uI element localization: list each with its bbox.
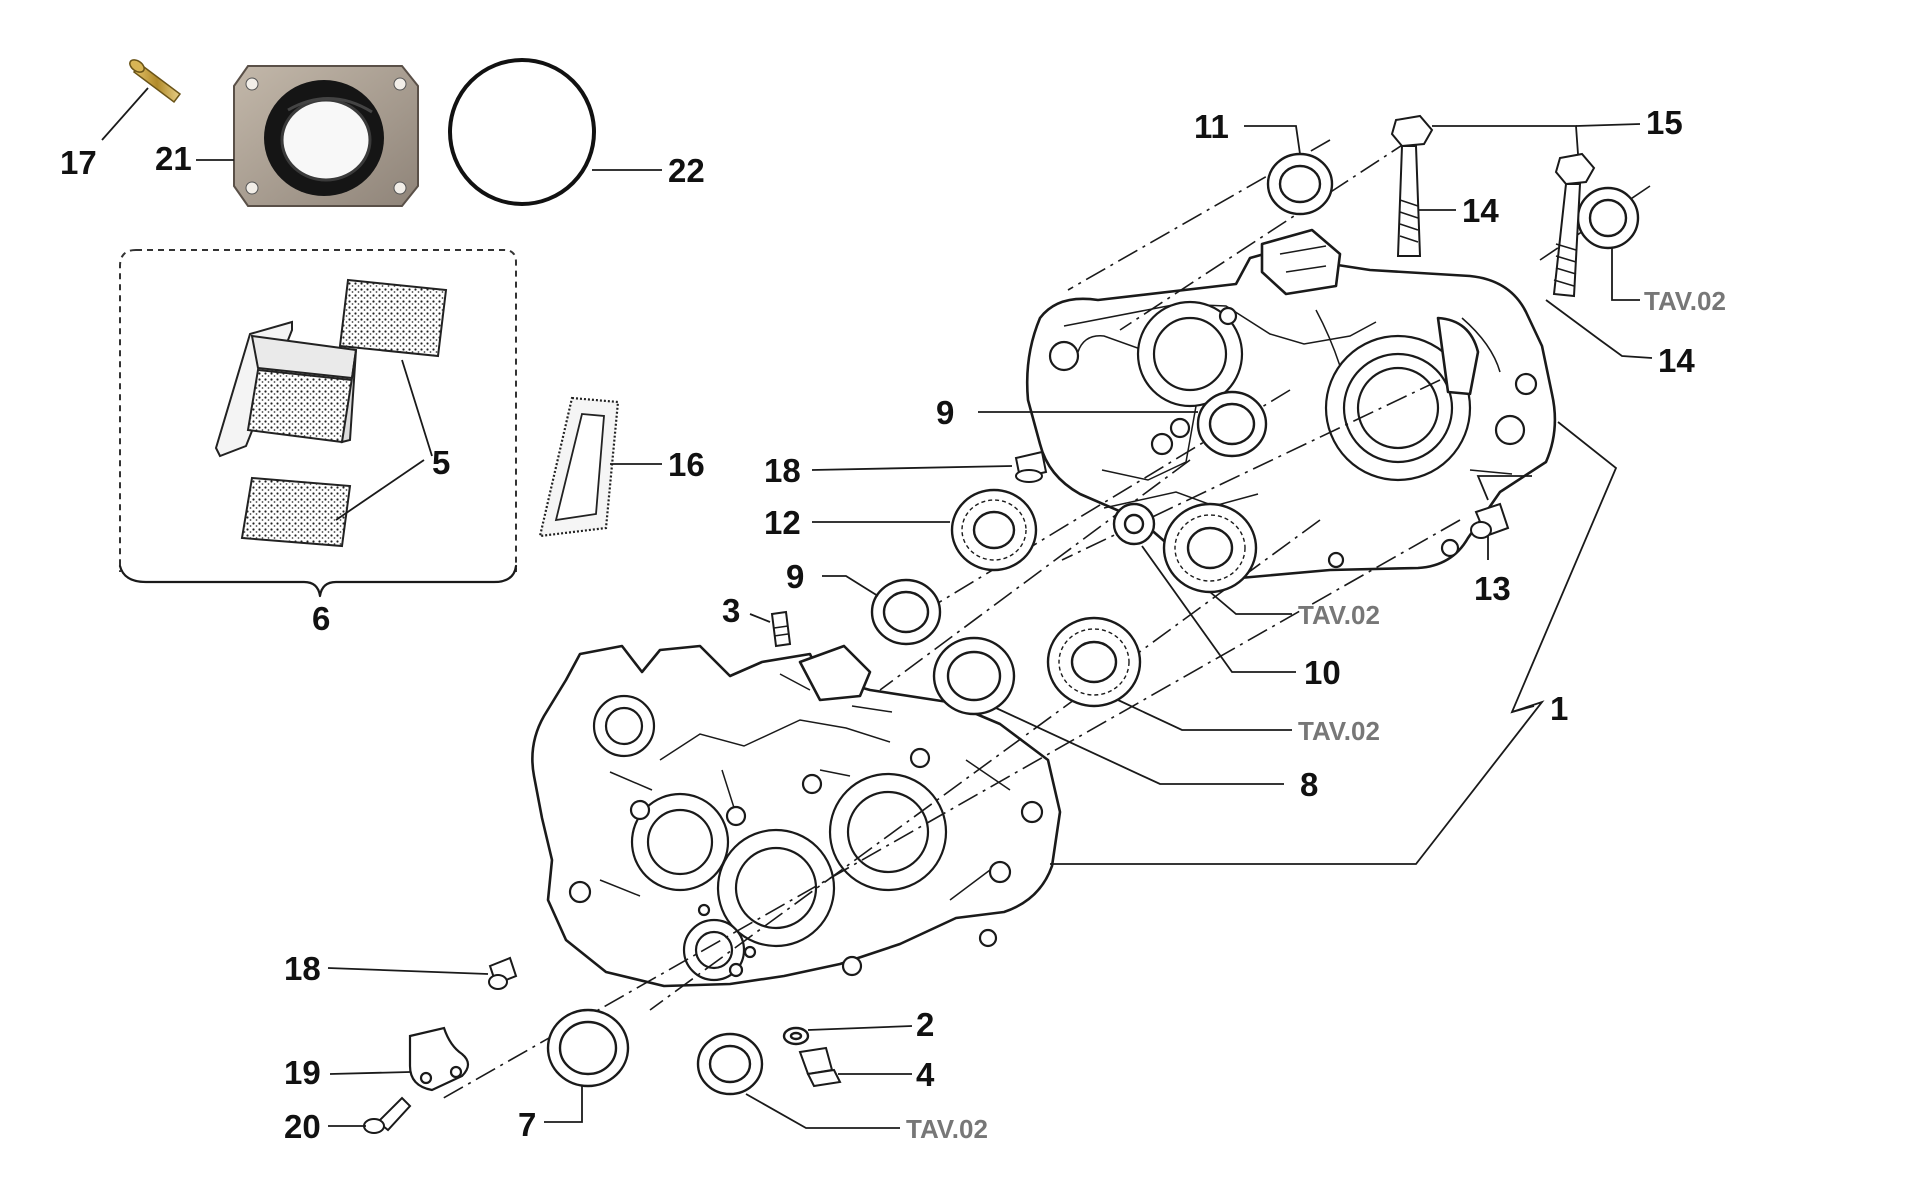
bracket-19 xyxy=(329,1026,470,1092)
label-1: 1 xyxy=(1550,690,1568,727)
o-ring-22 xyxy=(448,58,662,206)
label-12: 12 xyxy=(764,504,801,541)
label-5: 5 xyxy=(432,444,450,481)
reed-petal-upper xyxy=(338,278,448,358)
intake-flange-21 xyxy=(196,65,419,207)
label-18-upper: 18 xyxy=(764,452,801,489)
reed-block xyxy=(214,320,358,458)
label-11: 11 xyxy=(1194,108,1229,145)
bearing-8 xyxy=(932,636,1284,785)
washer-2 xyxy=(782,1025,913,1046)
dowel-18-upper xyxy=(811,450,1048,483)
drain-plug-4 xyxy=(798,1046,912,1088)
label-13: 13 xyxy=(1474,570,1511,607)
reed-valve-kit-6 xyxy=(118,249,518,598)
plug-3 xyxy=(749,610,792,648)
label-16: 16 xyxy=(668,446,705,483)
label-21: 21 xyxy=(155,140,192,177)
stud-14-right xyxy=(1545,152,1653,359)
seal-top-right xyxy=(1576,186,1640,301)
bearing-12 xyxy=(812,488,1038,572)
label-2: 2 xyxy=(916,1006,934,1043)
reference-tav-seal-bottom: TAV.02 xyxy=(906,1114,988,1144)
label-20: 20 xyxy=(284,1108,321,1145)
gasket-16 xyxy=(538,396,662,538)
reed-petal-lower xyxy=(240,476,352,548)
crankcase-half-left xyxy=(531,644,1062,988)
label-7: 7 xyxy=(518,1106,536,1143)
dowel-18-lower xyxy=(327,956,518,990)
bearing-tav-right xyxy=(1162,502,1292,615)
dowel-13 xyxy=(1470,475,1532,560)
stud-14-left xyxy=(1390,114,1456,257)
bearing-9-upper xyxy=(978,390,1268,458)
label-3: 3 xyxy=(722,592,740,629)
reference-tav-bearing-center: TAV.02 xyxy=(1298,716,1380,746)
seal-tav-bottom xyxy=(696,1032,900,1129)
bearing-9-lower xyxy=(822,575,942,646)
reference-tav-seal-top: TAV.02 xyxy=(1644,286,1726,316)
label-6: 6 xyxy=(312,600,330,637)
label-9-lower: 9 xyxy=(786,558,804,595)
label-8: 8 xyxy=(1300,766,1318,803)
label-18-lower: 18 xyxy=(284,950,321,987)
bearing-tav-center xyxy=(1046,616,1292,731)
label-22: 22 xyxy=(668,152,705,189)
seal-7 xyxy=(544,1008,630,1123)
label-9-upper: 9 xyxy=(936,394,954,431)
label-15: 15 xyxy=(1646,104,1683,141)
label-17: 17 xyxy=(60,144,97,181)
reference-tav-bearing-right: TAV.02 xyxy=(1298,600,1380,630)
leader-1 xyxy=(1050,421,1618,865)
label-14-upper: 14 xyxy=(1462,192,1499,229)
label-4: 4 xyxy=(916,1056,935,1093)
screw-20 xyxy=(328,1096,412,1134)
label-19: 19 xyxy=(284,1054,321,1091)
bushing-10 xyxy=(1112,502,1296,673)
leader-15 xyxy=(1432,123,1641,155)
label-14-lower: 14 xyxy=(1658,342,1695,379)
part-labels: 17 21 22 5 6 16 11 15 14 14 9 18 12 9 3 … xyxy=(60,104,1726,1145)
label-10: 10 xyxy=(1304,654,1341,691)
seal-11 xyxy=(1244,125,1334,216)
screw-17 xyxy=(101,59,182,141)
